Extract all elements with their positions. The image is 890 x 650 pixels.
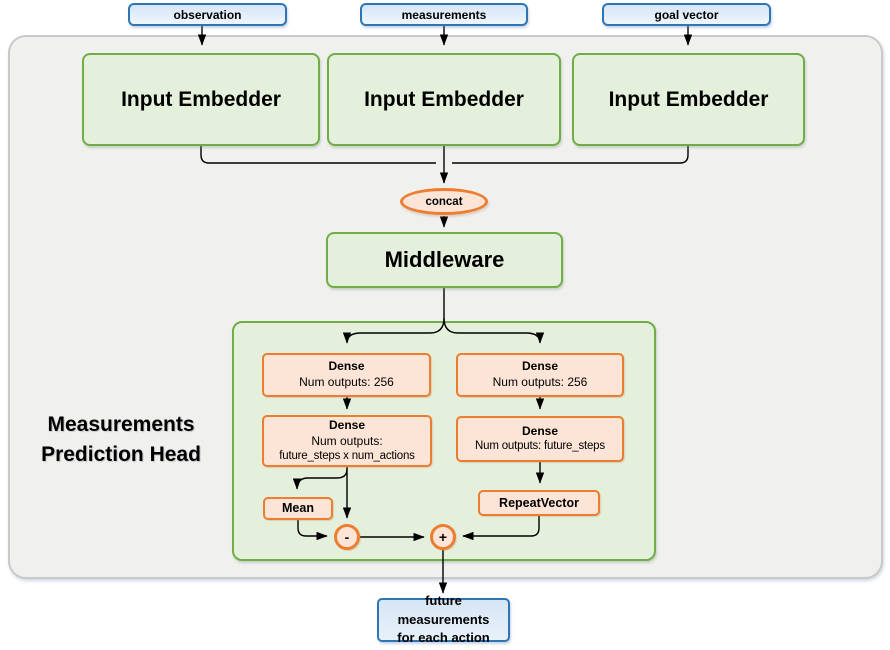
input-embedder-2: Input Embedder: [327, 53, 561, 146]
dense-left-256: Dense Num outputs: 256: [262, 353, 431, 397]
output-line1: future measurements: [397, 592, 490, 627]
head-title-line2: Prediction Head: [41, 443, 201, 467]
input-observation: observation: [128, 3, 287, 26]
mean-box: Mean: [263, 497, 333, 520]
dense-outputs: Num outputs: 256: [492, 375, 588, 389]
head-title-line1: Measurements: [47, 413, 195, 436]
dense-title: Dense: [328, 417, 366, 432]
repeat-vector-box: RepeatVector: [478, 490, 600, 516]
output-line2: for each action: [397, 630, 490, 646]
middleware-box: Middleware: [326, 232, 563, 288]
subtract-node: -: [334, 524, 360, 550]
dense-right-steps: Dense Num outputs: future_steps: [456, 416, 624, 462]
dense-title: Dense: [521, 423, 559, 438]
add-node: +: [430, 524, 456, 550]
dense-outputs-detail: future_steps x num_actions: [279, 450, 415, 463]
dense-left-actions: Dense Num outputs: future_steps x num_ac…: [262, 415, 432, 467]
dense-title: Dense: [521, 359, 559, 374]
dense-outputs: Num outputs:: [311, 433, 383, 448]
input-measurements: measurements: [360, 3, 528, 26]
dense-right-256: Dense Num outputs: 256: [456, 353, 624, 397]
dense-outputs: Num outputs: 256: [299, 375, 394, 389]
concat-node: concat: [400, 188, 488, 215]
input-embedder-3: Input Embedder: [572, 53, 805, 146]
input-goal-vector: goal vector: [602, 3, 771, 26]
dense-title: Dense: [328, 359, 365, 374]
head-title: Measurements Prediction Head: [20, 410, 222, 471]
input-embedder-1: Input Embedder: [82, 53, 320, 146]
output-future-measurements: future measurements for each action: [377, 593, 510, 645]
dense-outputs: Num outputs: future_steps: [475, 440, 605, 453]
